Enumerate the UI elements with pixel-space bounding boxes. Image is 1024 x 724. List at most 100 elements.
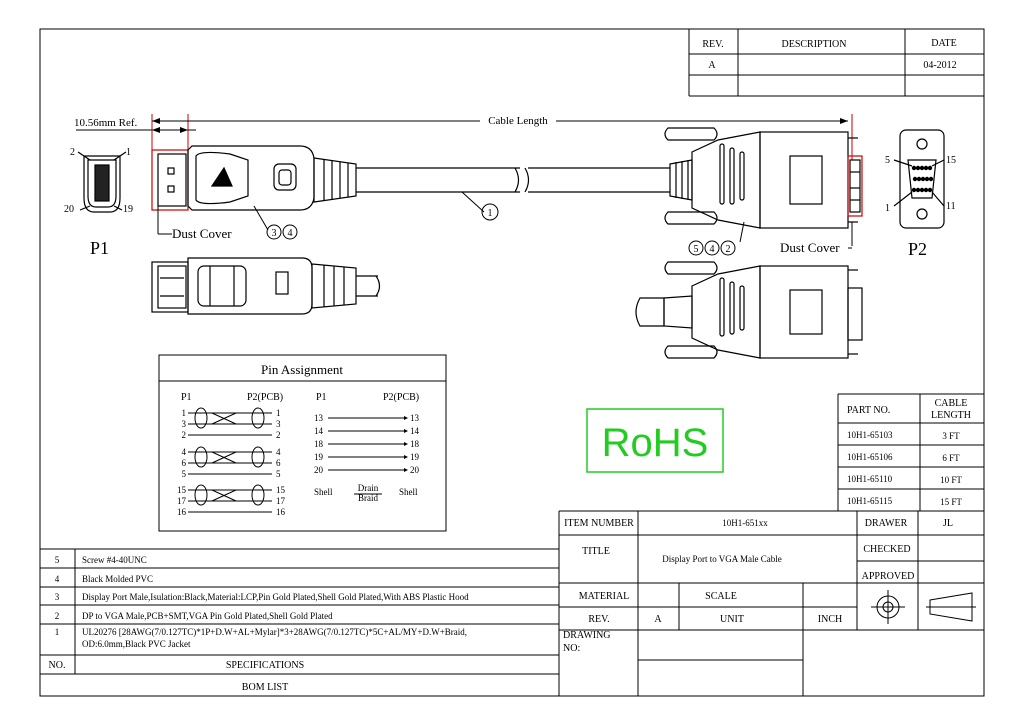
svg-text:4: 4 <box>288 228 293 239</box>
pin-col-p2-left: P2(PCB) <box>247 392 283 403</box>
description-header: DESCRIPTION <box>781 39 846 50</box>
pin-number-p2: 13 <box>410 413 420 423</box>
part-number-cell: 10H1-65110 <box>847 474 893 484</box>
leader-lines <box>157 191 853 246</box>
bom-no-cell: 1 <box>55 627 60 637</box>
scale-label: SCALE <box>705 591 737 602</box>
svg-text:2: 2 <box>726 244 731 255</box>
bom-spec-cell: DP to VGA Male,PCB+SMT,VGA Pin Gold Plat… <box>82 611 333 621</box>
title-value: Display Port to VGA Male Cable <box>662 554 782 564</box>
twist-mark <box>211 451 237 464</box>
twist-mark <box>211 489 237 502</box>
wire-arrow <box>404 429 408 433</box>
shell-left-label: Shell <box>314 487 333 497</box>
pin-number-p2: 6 <box>276 458 281 468</box>
bom-spec-cell-line1: UL20276 [28AWG(7/0.127TC)*1P+D.W+AL+Myla… <box>82 627 467 637</box>
bom-spec-cell: Display Port Male,Isulation:Black,Materi… <box>82 592 469 602</box>
balloon-3: 3 <box>266 224 282 240</box>
pin-col-p2-right: P2(PCB) <box>383 392 419 403</box>
balloon-4-left: 4 <box>282 224 298 240</box>
pin-number-p2: 19 <box>410 452 420 462</box>
wire-arrow <box>404 455 408 459</box>
pin-number-p1: 3 <box>182 419 187 429</box>
ref-dimension-label: 10.56mm Ref. <box>74 117 137 129</box>
date-header: DATE <box>931 38 957 49</box>
bom-specifications-header: SPECIFICATIONS <box>226 660 304 671</box>
part-number-cell: 10H1-65106 <box>847 452 893 462</box>
pin-number-p2: 1 <box>276 408 281 418</box>
unit-value: INCH <box>818 614 842 625</box>
pin-number-p1: 1 <box>182 408 187 418</box>
svg-text:5: 5 <box>694 244 699 255</box>
wire-arrow <box>404 442 408 446</box>
cable-length-header-2: LENGTH <box>931 410 971 421</box>
balloon-5: 5 <box>688 240 704 256</box>
pin-number-p1: 20 <box>314 465 324 475</box>
wire-arrow <box>404 468 408 472</box>
bom-no-cell: 4 <box>55 574 60 584</box>
bom-list-label: BOM LIST <box>242 682 288 693</box>
bom-no-cell: 2 <box>55 611 60 621</box>
balloon-2: 2 <box>720 240 736 256</box>
pin-assignment-title: Pin Assignment <box>261 362 343 377</box>
shell-right-label: Shell <box>399 487 418 497</box>
pin-number-p2: 3 <box>276 419 281 429</box>
dp-pin-19: 19 <box>123 204 133 215</box>
unit-label: UNIT <box>720 614 744 625</box>
revision-table <box>688 29 984 97</box>
shield-ellipse <box>194 484 208 506</box>
vga-pin-5: 5 <box>885 155 890 166</box>
dust-cover-left-label: Dust Cover <box>172 226 232 241</box>
vga-connector-face <box>893 129 945 229</box>
cable-length-label: Cable Length <box>488 115 548 127</box>
vga-connector-side-bottom <box>635 261 863 359</box>
balloon-4-right: 4 <box>704 240 720 256</box>
rev-value: A <box>708 60 716 71</box>
dust-cover-right-label: Dust Cover <box>780 240 840 255</box>
bom-spec-cell: Black Molded PVC <box>82 574 153 584</box>
drawing-no-label-2: NO: <box>563 643 580 654</box>
date-value: 04-2012 <box>923 60 956 71</box>
drawer-label: DRAWER <box>865 518 908 529</box>
vga-pin-1: 1 <box>885 203 890 214</box>
pin-number-p2: 4 <box>276 447 281 457</box>
part-table <box>837 393 984 511</box>
approved-label: APPROVED <box>862 571 915 582</box>
projection-symbol-icon <box>871 590 976 624</box>
dp-connector-side-top <box>151 145 670 211</box>
pin-number-p1: 18 <box>314 439 324 449</box>
dp-pin-1: 1 <box>126 147 131 158</box>
dp-connector-side-bottom <box>151 257 381 315</box>
rohs-label: RoHS <box>602 421 709 465</box>
drawing-no-label-1: DRAWING <box>563 630 611 641</box>
dp-pin-20: 20 <box>64 204 74 215</box>
cable-length-cell: 10 FT <box>940 475 962 485</box>
pin-number-p2: 18 <box>410 439 420 449</box>
p1-label: P1 <box>90 238 109 258</box>
cable-length-header-1: CABLE <box>935 398 968 409</box>
pin-col-p1-left: P1 <box>181 392 192 403</box>
rev-header: REV. <box>702 39 723 50</box>
bom-spec-cell: Screw #4-40UNC <box>82 555 147 565</box>
rohs-box <box>586 408 724 473</box>
pin-number-p2: 17 <box>276 496 286 506</box>
part-no-header: PART NO. <box>847 405 890 416</box>
straight-pin-row: 13 13 <box>314 413 420 423</box>
vga-pin-11: 11 <box>946 201 956 212</box>
item-number-value: 10H1-651xx <box>722 518 768 528</box>
svg-text:1: 1 <box>488 208 493 219</box>
pin-number-p2: 5 <box>276 469 281 479</box>
dp-pin-2: 2 <box>70 147 75 158</box>
drain-label: Drain <box>358 483 379 493</box>
title-block-grid <box>558 510 984 696</box>
bom-no-cell: 5 <box>55 555 60 565</box>
pin-number-p1: 13 <box>314 413 324 423</box>
shield-ellipse <box>251 446 265 468</box>
shield-ellipse <box>251 484 265 506</box>
cable-length-cell: 15 FT <box>940 497 962 507</box>
